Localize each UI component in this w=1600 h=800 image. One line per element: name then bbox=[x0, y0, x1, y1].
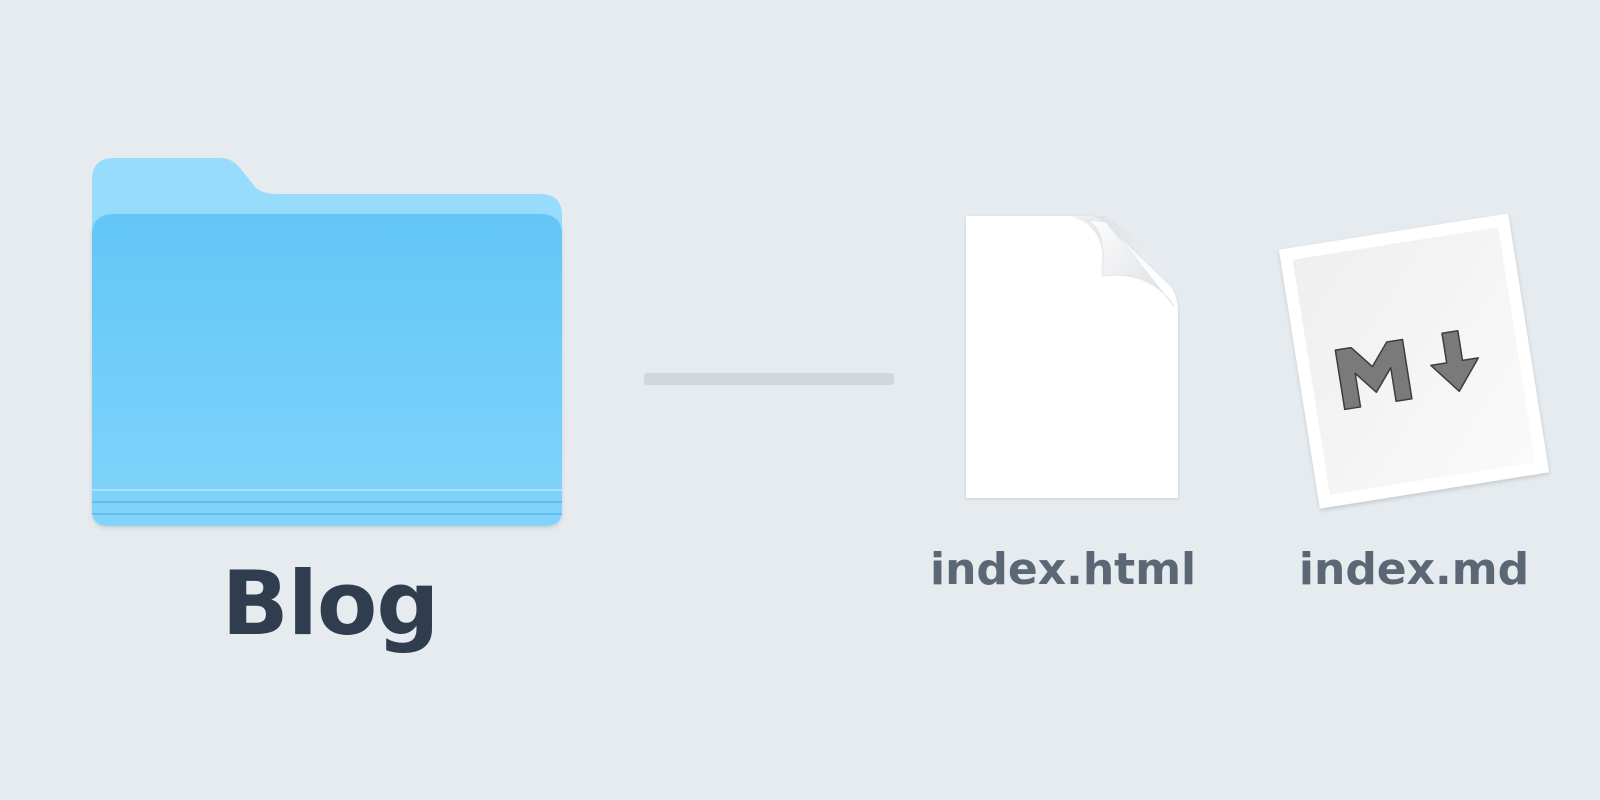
document-page bbox=[966, 216, 1178, 498]
folder-graphic bbox=[92, 158, 562, 526]
markdown-graphic bbox=[1278, 213, 1550, 509]
file-label-md: index.md bbox=[1298, 544, 1530, 595]
file-label-html: index.html bbox=[930, 544, 1197, 595]
folder-icon[interactable] bbox=[88, 152, 570, 534]
markdown-file-icon[interactable] bbox=[1276, 202, 1552, 520]
connector-line bbox=[644, 373, 894, 385]
markdown-m-glyph bbox=[1334, 338, 1413, 411]
folder-label: Blog bbox=[221, 552, 440, 655]
document-icon[interactable] bbox=[960, 208, 1186, 504]
document-graphic bbox=[966, 216, 1178, 498]
folder-front bbox=[92, 214, 562, 526]
markdown-arrow-glyph bbox=[1430, 330, 1480, 393]
document-curl bbox=[1085, 219, 1175, 307]
markdown-page-inner bbox=[1292, 227, 1536, 495]
